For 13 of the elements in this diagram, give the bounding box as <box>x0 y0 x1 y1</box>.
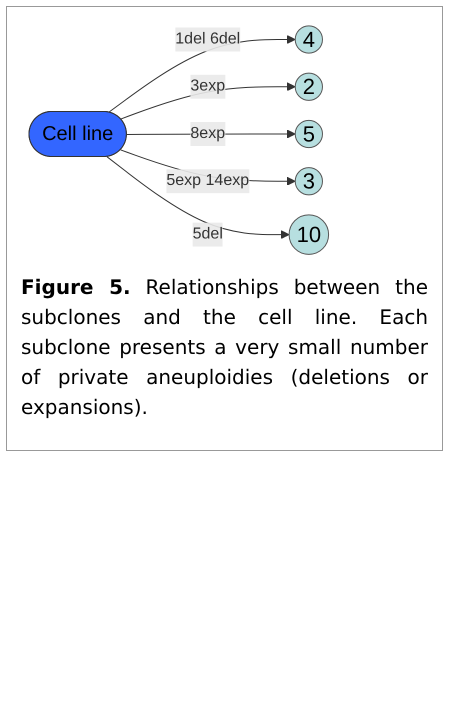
node-circle: 3 <box>294 167 323 196</box>
edge-label: 5exp 14exp <box>166 172 250 190</box>
node-circle: 5 <box>294 120 323 148</box>
edge-label: 3exp <box>190 78 226 95</box>
edge-label: 8exp <box>190 124 226 142</box>
arrow <box>106 156 290 239</box>
edge-label: 5del <box>192 226 223 243</box>
arrow <box>108 35 296 113</box>
figure-caption: Figure 5. Relationships between the subclones and the cell line. Each subclone presents a very small number of private aneuploidies (deletions or expansions). <box>21 274 428 422</box>
edge-label: 1del 6del <box>175 30 240 48</box>
node-circle: 2 <box>294 72 323 101</box>
node-circle: 4 <box>294 25 323 54</box>
node-circle: 10 <box>288 214 330 255</box>
